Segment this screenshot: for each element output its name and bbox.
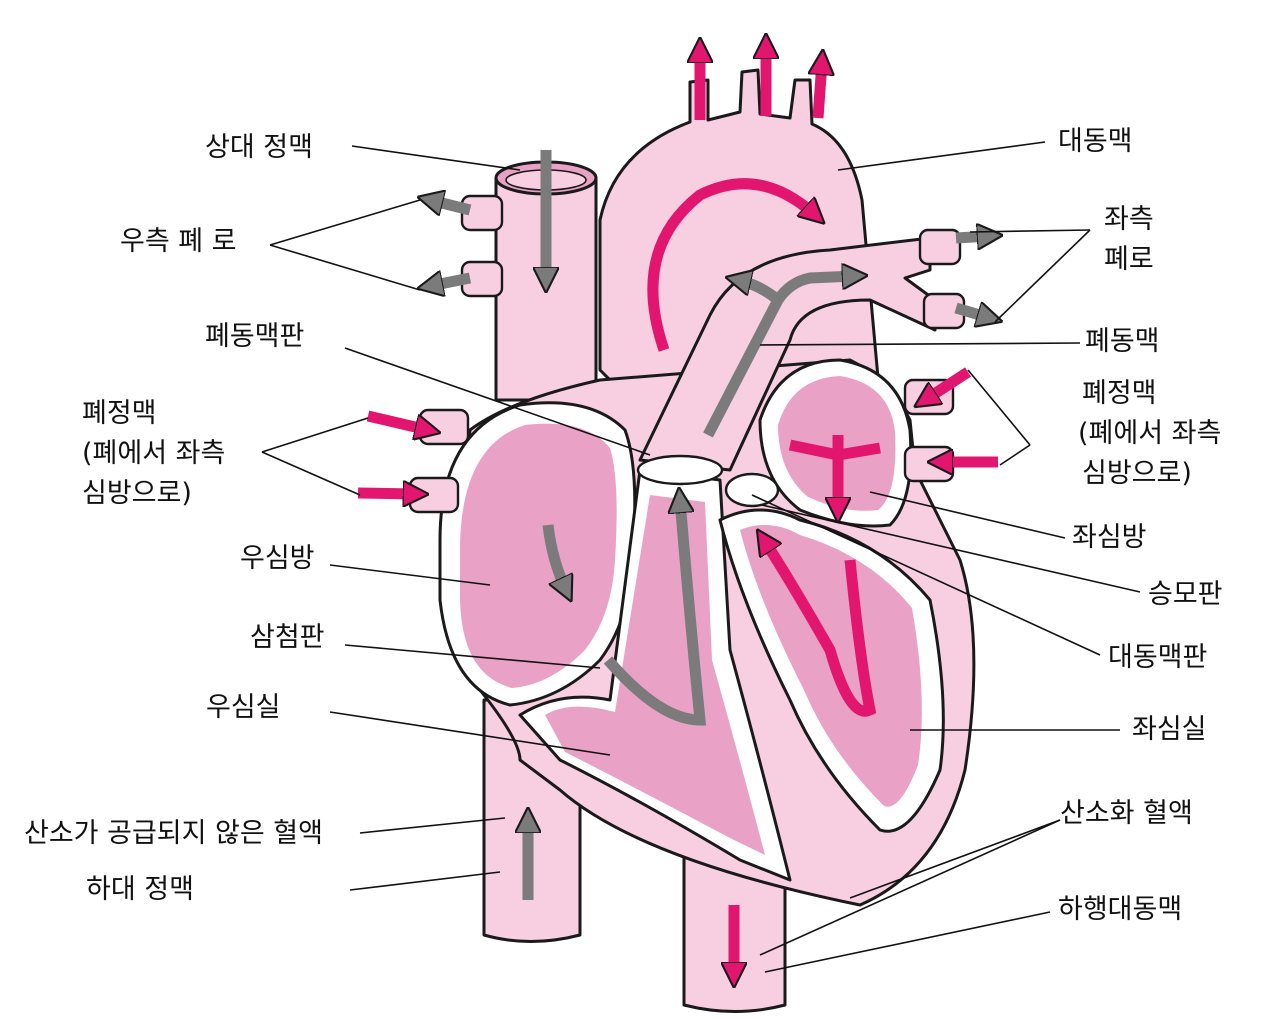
heart-artwork <box>358 46 998 1012</box>
label-pulmonary-valve: 폐동맥판 <box>205 321 304 352</box>
label-right-pulmonary-veins-line1: 폐정맥 <box>82 398 157 429</box>
label-deoxygenated-blood: 산소가 공급되지 않은 혈액 <box>24 818 323 849</box>
pulmonary-valve-shape <box>638 456 722 484</box>
label-left-atrium: 좌심방 <box>1072 522 1147 553</box>
label-inferior-vena-cava: 하대 정맥 <box>86 874 194 905</box>
label-left-ventricle: 좌심실 <box>1132 714 1207 745</box>
label-pulmonary-artery: 폐동맥 <box>1085 326 1160 357</box>
label-left-pulmonary-artery-line2: 폐로 <box>1104 244 1154 275</box>
label-aortic-valve: 대동맥판 <box>1108 642 1207 673</box>
aortic-valve-shape <box>726 474 778 506</box>
label-oxygenated-blood: 산소화 혈액 <box>1060 798 1193 829</box>
label-right-ventricle: 우심실 <box>206 692 281 723</box>
label-left-pulmonary-veins-line3: 심방으로) <box>1082 458 1192 489</box>
label-left-pulmonary-artery-line1: 좌측 <box>1104 204 1154 235</box>
label-descending-aorta: 하행대동맥 <box>1058 894 1182 925</box>
label-tricuspid-valve: 삼첨판 <box>250 622 325 653</box>
label-aorta: 대동맥 <box>1058 126 1133 157</box>
label-right-atrium: 우심방 <box>240 543 315 574</box>
label-mitral-valve: 승모판 <box>1148 579 1223 610</box>
label-superior-vena-cava: 상대 정맥 <box>205 132 313 163</box>
label-left-pulmonary-veins-line2: (폐에서 좌측 <box>1078 418 1221 449</box>
label-right-pulmonary-veins-line3: 심방으로) <box>82 478 192 509</box>
label-right-pulmonary-veins-line2: (폐에서 좌측 <box>82 438 225 469</box>
label-left-pulmonary-veins-line1: 폐정맥 <box>1082 378 1157 409</box>
label-right-pulmonary-artery: 우측 폐 로 <box>120 226 237 257</box>
